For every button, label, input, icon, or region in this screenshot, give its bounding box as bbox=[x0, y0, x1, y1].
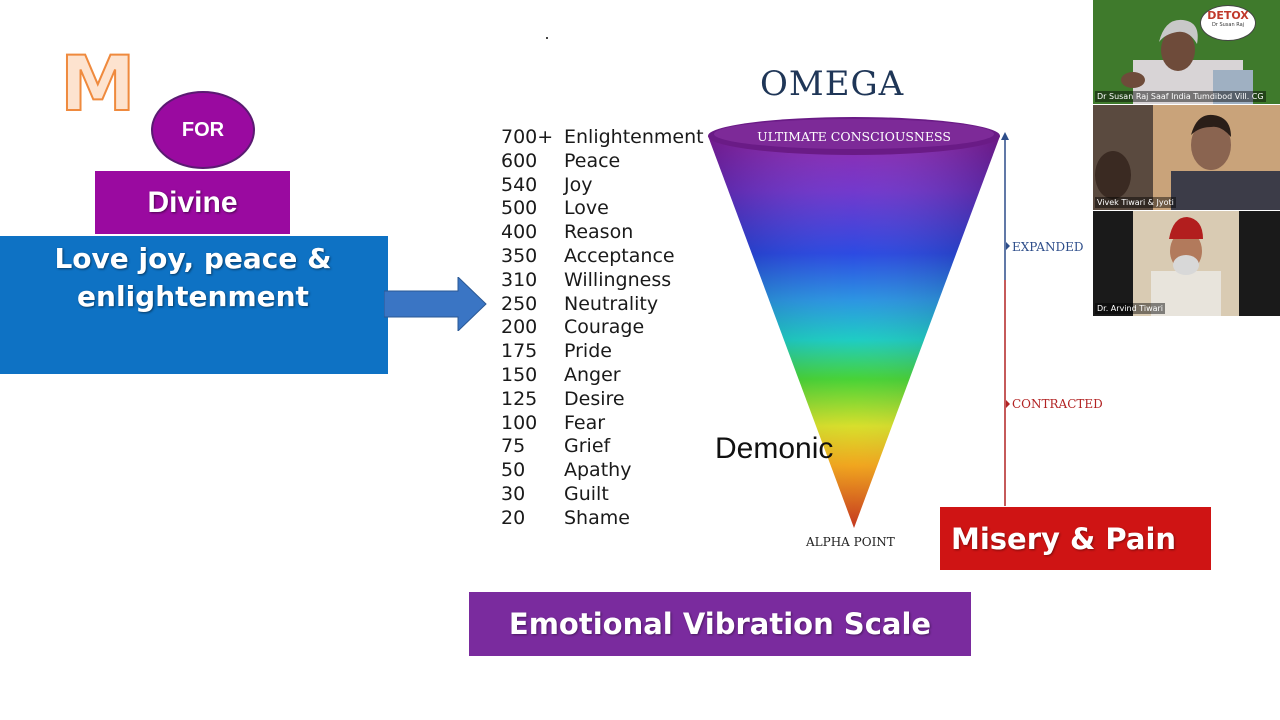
scale-emotion: Courage bbox=[564, 316, 645, 339]
scale-value: 500 bbox=[501, 197, 538, 220]
scale-value: 250 bbox=[501, 292, 538, 315]
video-tile-arvind[interactable]: Dr. Arvind Tiwari bbox=[1093, 211, 1280, 316]
scale-emotion: Pride bbox=[564, 340, 612, 363]
scale-emotion: Willingness bbox=[564, 268, 672, 291]
scale-emotion: Peace bbox=[564, 149, 621, 172]
scale-value: 30 bbox=[501, 482, 526, 505]
scale-row: 200 Courage bbox=[501, 316, 704, 340]
scale-emotion: Neutrality bbox=[564, 292, 659, 315]
demonic-label: Demonic bbox=[715, 432, 834, 465]
divine-box: Divine bbox=[95, 171, 290, 234]
alpha-point-label: ALPHA POINT bbox=[806, 535, 895, 549]
right-arrow-icon bbox=[384, 277, 487, 331]
vibration-scale-list: 700+ Enlightenment 600 Peace 540 Joy 500 Lov… bbox=[501, 126, 704, 531]
contracted-label: CONTRACTED bbox=[1012, 397, 1103, 411]
scale-emotion: Reason bbox=[564, 221, 634, 244]
scale-value: 310 bbox=[501, 268, 538, 291]
scale-value: 400 bbox=[501, 221, 538, 244]
participant-name: Dr Susan Raj Saaf India Tumdibod Vill. C… bbox=[1095, 91, 1266, 102]
scale-value: 20 bbox=[501, 506, 526, 529]
scale-emotion: Fear bbox=[564, 411, 606, 434]
for-ellipse: FOR bbox=[151, 91, 255, 169]
scale-value: 100 bbox=[501, 411, 538, 434]
scale-row: 75 Grief bbox=[501, 435, 704, 459]
scale-value: 200 bbox=[501, 316, 538, 339]
scale-row: 350 Acceptance bbox=[501, 245, 704, 269]
scale-value: 50 bbox=[501, 459, 526, 482]
scale-value: 175 bbox=[501, 340, 538, 363]
scale-row: 700+ Enlightenment bbox=[501, 126, 704, 150]
scale-emotion: Apathy bbox=[564, 459, 632, 482]
scale-row: 150 Anger bbox=[501, 364, 704, 388]
scale-value: 125 bbox=[501, 387, 538, 410]
participant-name: Vivek Tiwari & Jyoti bbox=[1095, 197, 1176, 208]
scale-emotion: Grief bbox=[564, 435, 611, 458]
misery-pain-box: Misery & Pain bbox=[940, 507, 1211, 570]
scale-row: 20 Shame bbox=[501, 507, 704, 531]
scale-row: 600 Peace bbox=[501, 150, 704, 174]
stray-dot bbox=[546, 37, 548, 39]
emotional-vibration-scale-title: Emotional Vibration Scale bbox=[469, 592, 971, 656]
person-silhouette-icon bbox=[1093, 105, 1280, 210]
scale-row: 400 Reason bbox=[501, 221, 704, 245]
scale-emotion: Shame bbox=[564, 506, 630, 529]
scale-row: 125 Desire bbox=[501, 388, 704, 412]
scale-value: 700+ bbox=[501, 126, 554, 148]
scale-row: 500 Love bbox=[501, 197, 704, 221]
scale-row: 250 Neutrality bbox=[501, 293, 704, 317]
ultimate-consciousness-label: ULTIMATE CONSCIOUSNESS bbox=[757, 129, 951, 144]
omega-title: OMEGA bbox=[760, 64, 905, 104]
scale-value: 600 bbox=[501, 149, 538, 172]
scale-value: 150 bbox=[501, 363, 538, 386]
video-tile-vivek[interactable]: Vivek Tiwari & Jyoti bbox=[1093, 105, 1280, 210]
scale-row: 310 Willingness bbox=[501, 269, 704, 293]
scale-value: 75 bbox=[501, 435, 526, 458]
scale-value: 350 bbox=[501, 244, 538, 267]
big-letter-m: M bbox=[59, 39, 137, 128]
person-silhouette-icon bbox=[1093, 211, 1280, 316]
scale-row: 50 Apathy bbox=[501, 459, 704, 483]
scale-emotion: Guilt bbox=[564, 482, 609, 505]
expansion-axis bbox=[1001, 132, 1010, 506]
person-silhouette-icon bbox=[1093, 0, 1280, 104]
scale-row: 30 Guilt bbox=[501, 483, 704, 507]
love-text: Love joy, peace & enlightenment bbox=[54, 242, 332, 313]
detox-logo: DETOX Dr Susan Raj bbox=[1200, 5, 1256, 41]
scale-row: 100 Fear bbox=[501, 412, 704, 436]
participant-name: Dr. Arvind Tiwari bbox=[1095, 303, 1166, 314]
scale-row: 175 Pride bbox=[501, 340, 704, 364]
scale-emotion: Desire bbox=[564, 387, 625, 410]
logo-text: DETOX bbox=[1207, 9, 1249, 22]
consciousness-cone: ULTIMATE CONSCIOUSNESS bbox=[708, 117, 1000, 528]
expanded-label: EXPANDED bbox=[1012, 240, 1084, 254]
scale-emotion: Acceptance bbox=[564, 244, 675, 267]
scale-emotion: Anger bbox=[564, 363, 621, 386]
scale-value: 540 bbox=[501, 173, 538, 196]
scale-row: 540 Joy bbox=[501, 174, 704, 198]
scale-emotion: Joy bbox=[564, 173, 593, 196]
scale-emotion: Enlightenment bbox=[564, 126, 704, 148]
scale-emotion: Love bbox=[564, 197, 609, 220]
logo-subtext: Dr Susan Raj bbox=[1211, 22, 1245, 28]
love-box bbox=[0, 236, 388, 374]
video-tile-susan[interactable]: Dr Susan Raj Saaf India Tumdibod Vill. C… bbox=[1093, 0, 1280, 104]
